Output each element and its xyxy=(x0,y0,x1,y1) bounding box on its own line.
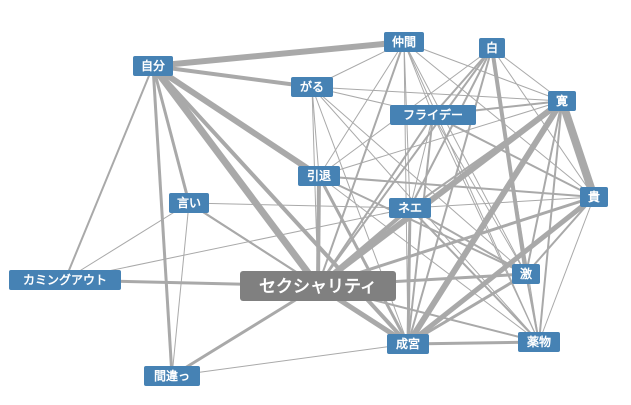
edge-hiroshi-seikyu xyxy=(405,99,565,346)
edge-nakama-sexuality xyxy=(317,41,405,287)
edge-hiroshi-intai xyxy=(318,100,563,177)
edge-jibun-nakama xyxy=(152,39,405,69)
edge-nakama-geki xyxy=(403,41,527,275)
edge-shiro-nee xyxy=(409,47,493,209)
node-sexuality[interactable]: セクシャリティ xyxy=(240,271,396,301)
edge-hiroshi-kisa xyxy=(558,99,598,199)
nodes-layer: 自分 仲間 白 がる フライデー 寛 引退 言い ネエ 貴 カミングアウト セク… xyxy=(9,32,608,386)
edge-nakama-intai xyxy=(318,41,405,177)
edge-friday-yakubutsu xyxy=(432,114,540,343)
svg-text:寛: 寛 xyxy=(556,93,568,108)
edge-hiroshi-sexuality xyxy=(316,98,564,289)
svg-text:ネエ: ネエ xyxy=(398,201,422,215)
edge-nee-yakubutsu xyxy=(409,207,540,343)
edge-shiro-yakubutsu xyxy=(491,47,540,343)
edge-shiro-sexuality xyxy=(317,47,493,287)
edge-jibun-machigai xyxy=(151,65,174,377)
edge-nee-seikyu xyxy=(406,207,412,345)
edge-ii-comingout xyxy=(64,202,190,281)
edge-seikyu-machigai xyxy=(171,343,409,377)
node-ii[interactable]: 言い xyxy=(169,193,209,213)
edge-shiro-friday xyxy=(432,47,493,116)
edge-jibun-comingout xyxy=(64,65,154,281)
svg-text:フライデー: フライデー xyxy=(403,107,463,122)
node-shiro[interactable]: 白 xyxy=(479,38,505,58)
edge-nakama-yakubutsu xyxy=(403,41,540,343)
node-nakama[interactable]: 仲間 xyxy=(384,32,424,52)
node-machigai[interactable]: 間違っ xyxy=(144,366,200,386)
edge-nakama-hiroshi xyxy=(403,41,563,102)
edge-jibun-intai xyxy=(151,63,321,179)
svg-text:白: 白 xyxy=(486,40,498,55)
edge-garu-seikyu xyxy=(311,86,409,345)
node-intai[interactable]: 引退 xyxy=(298,166,340,186)
edge-geki-seikyu xyxy=(407,272,527,346)
edge-garu-geki xyxy=(311,86,527,275)
node-nee[interactable]: ネエ xyxy=(389,198,431,218)
node-geki[interactable]: 激 xyxy=(512,264,540,284)
edge-kisa-nee xyxy=(409,196,595,209)
svg-text:カミングアウト: カミングアウト xyxy=(23,272,107,287)
edge-comingout-nee xyxy=(64,207,411,281)
node-garu[interactable]: がる xyxy=(291,77,333,97)
svg-text:自分: 自分 xyxy=(141,58,165,73)
edge-jibun-ii xyxy=(151,65,191,204)
edge-kisa-intai xyxy=(318,175,595,198)
svg-text:成宮: 成宮 xyxy=(396,336,420,351)
edge-intai-sexuality xyxy=(316,175,321,287)
edge-garu-intai xyxy=(311,86,320,177)
edge-jibun-garu xyxy=(152,64,313,89)
svg-text:セクシャリティ: セクシャリティ xyxy=(259,277,377,297)
node-yakubutsu[interactable]: 薬物 xyxy=(518,332,560,352)
edge-kisa-yakubutsu xyxy=(538,196,595,343)
svg-text:仲間: 仲間 xyxy=(392,34,416,49)
edge-shiro-kisa xyxy=(491,47,595,198)
edge-jibun-sexuality xyxy=(150,63,321,289)
svg-text:引退: 引退 xyxy=(307,169,331,183)
edge-geki-yakubutsu xyxy=(525,273,540,343)
node-seikyu[interactable]: 成宮 xyxy=(387,334,429,354)
svg-text:貴: 貴 xyxy=(588,189,600,204)
edge-intai-geki xyxy=(318,175,527,275)
edge-intai-seikyu xyxy=(317,175,410,345)
edge-seikyu-yakubutsu xyxy=(407,340,540,346)
node-jibun[interactable]: 自分 xyxy=(133,56,173,76)
svg-text:がる: がる xyxy=(300,79,324,94)
svg-text:間違っ: 間違っ xyxy=(154,368,190,383)
edge-friday-kisa xyxy=(432,114,595,198)
edge-garu-hiroshi xyxy=(311,86,563,102)
edge-kisa-geki xyxy=(525,196,595,275)
edge-shiro-seikyu xyxy=(407,47,493,345)
edge-friday-seikyu xyxy=(407,114,434,345)
node-comingout[interactable]: カミングアウト xyxy=(9,270,121,290)
svg-text:薬物: 薬物 xyxy=(527,334,551,349)
edge-friday-nee xyxy=(409,114,434,209)
edge-nee-geki xyxy=(409,207,527,275)
edge-nakama-kisa xyxy=(403,41,595,198)
edge-intai-yakubutsu xyxy=(318,175,540,343)
node-friday[interactable]: フライデー xyxy=(390,105,476,125)
edge-friday-sexuality xyxy=(317,114,434,287)
node-hiroshi[interactable]: 寛 xyxy=(548,91,576,111)
svg-text:激: 激 xyxy=(520,266,532,281)
edge-ii-nee xyxy=(188,202,411,209)
svg-text:言い: 言い xyxy=(177,195,201,210)
node-kisa[interactable]: 貴 xyxy=(580,187,608,207)
edge-hiroshi-nee xyxy=(409,100,563,209)
edge-ii-machigai xyxy=(171,202,190,377)
edge-friday-geki xyxy=(432,114,527,275)
edge-kisa-seikyu xyxy=(406,195,596,346)
edge-nakama-friday xyxy=(403,41,434,116)
edge-hiroshi-yakubutsu xyxy=(538,100,563,343)
